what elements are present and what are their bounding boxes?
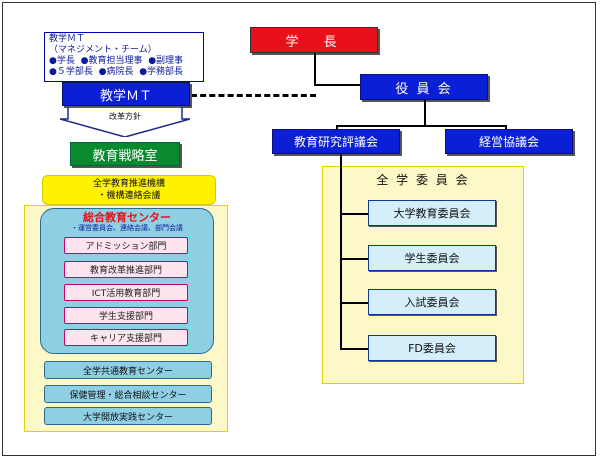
kyogaku-mt-box: 教学ＭＴ <box>62 82 190 106</box>
committee-spine <box>340 154 342 350</box>
kyogaku-mt-members-note: 教学ＭＴ （マネジメント・チーム） ●学長 ●教育担当理事 ●副理事 ●５学部長… <box>44 32 204 82</box>
department-edu-reform: 教育改革推進部門 <box>64 261 188 278</box>
management-council-box: 経営協議会 <box>445 129 573 154</box>
edu-research-council-box: 教育研究評議会 <box>272 129 400 154</box>
member-academic-affairs: ●学務部長 <box>139 67 184 77</box>
member-edu-director: ●教育担当理事 <box>80 56 143 66</box>
connector-committee-4 <box>340 348 368 350</box>
president-box: 学 長 <box>250 27 378 53</box>
promotion-line-1: 全学教育推進機構 <box>92 179 165 189</box>
connector-committee-3 <box>340 302 368 304</box>
department-student-support: 学生支援部門 <box>64 307 188 324</box>
department-career-support: キャリア支援部門 <box>64 329 188 346</box>
info-row-1: ●学長 ●教育担当理事 ●副理事 <box>49 56 199 67</box>
center-common-education: 全学共通教育センター <box>44 361 212 379</box>
member-president: ●学長 <box>49 56 75 66</box>
promotion-line-2: ・機構連絡会議 <box>97 191 161 201</box>
connector-committee-2 <box>340 258 368 260</box>
info-title: 教学ＭＴ <box>49 34 86 44</box>
diagram-frame <box>2 2 596 456</box>
center-title: 総合教育センター <box>83 211 171 224</box>
connector-to-management-council <box>505 125 507 130</box>
center-university-extension: 大学開放実践センター <box>44 407 212 425</box>
committee-student: 学生委員会 <box>368 245 496 271</box>
info-subtitle: （マネジメント・チーム） <box>49 45 157 55</box>
committee-fd: FD委員会 <box>368 335 496 361</box>
member-deans: ●５学部長 <box>49 67 93 77</box>
committee-group-title: 全 学 委 員 会 <box>376 172 470 187</box>
connector-to-research-council <box>336 125 338 130</box>
member-vice-director: ●副理事 <box>148 56 184 66</box>
reform-policy-label: 改革方針 <box>109 111 141 121</box>
dashed-link-mt-board <box>191 94 316 97</box>
promotion-organization-box: 全学教育推進機構 ・機構連絡会議 <box>42 175 216 205</box>
connector-councils-h <box>336 125 507 127</box>
board-box: 役 員 会 <box>360 74 488 100</box>
connector-board-down <box>424 100 426 126</box>
member-hospital-director: ●病院長 <box>98 67 134 77</box>
connector-president-board <box>314 53 316 85</box>
connector-committee-1 <box>340 213 368 215</box>
center-health-counseling: 保健管理・総合相談センター <box>44 385 212 403</box>
strategy-office-box: 教育戦略室 <box>70 142 180 166</box>
info-row-2: ●５学部長 ●病院長 ●学務部長 <box>49 67 199 78</box>
connector-president-board-h <box>314 84 362 86</box>
reform-policy-arrow <box>60 107 190 137</box>
committee-university-education: 大学教育委員会 <box>368 200 496 226</box>
center-subtitle: ・運営委員会、連絡会議、部門会議 <box>71 224 183 232</box>
department-admission: アドミッション部門 <box>64 237 188 254</box>
committee-entrance-exam: 入試委員会 <box>368 289 496 315</box>
department-ict: ICT活用教育部門 <box>64 284 188 301</box>
